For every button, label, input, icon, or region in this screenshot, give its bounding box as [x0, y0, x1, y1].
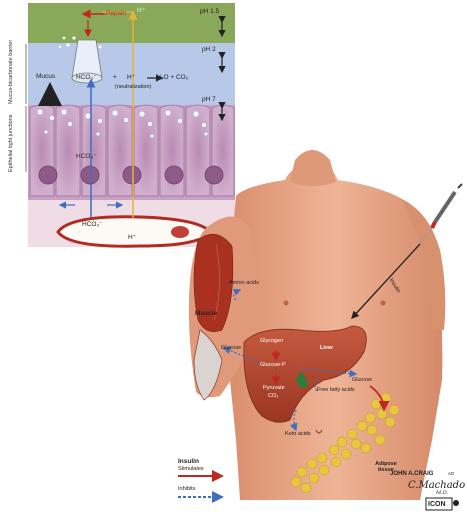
muscle-label: Muscle	[195, 311, 217, 318]
ph-2-label: pH 2	[202, 47, 216, 54]
h-plus-mid-label: H⁺	[127, 75, 135, 82]
icon-logo-text: ICON	[428, 501, 446, 508]
legend-inhibits-label: Inhibits	[178, 487, 195, 493]
hco3-layer-label: HCO₃⁻	[76, 75, 97, 82]
legend-stimulates-label: Stimulates	[178, 467, 204, 473]
h-plus-top-label: H⁺	[137, 8, 145, 15]
mucus-label: Mucus	[36, 74, 55, 81]
amino-acids-label: Amino acids	[229, 281, 259, 287]
artist-credit-suffix: AD	[448, 472, 454, 477]
legend-title: Insulin	[178, 459, 199, 466]
glycogen-label: Glycogen	[260, 339, 283, 345]
keto-acids-label: Keto acids	[285, 432, 311, 438]
ph-7-label: pH 7	[202, 97, 216, 104]
liver-label: Liver	[320, 346, 333, 352]
reaction-product-label: → H₂O + CO₂	[148, 75, 188, 82]
co2-label: CO₂	[268, 394, 278, 400]
plus-sign-label: +	[113, 75, 117, 82]
barrier-side-label: Mucus-bicarbonate barrier	[9, 40, 15, 104]
hco3-cell-label: HCO₃⁻	[76, 154, 97, 161]
stomach-panel	[26, 3, 235, 247]
icon-logo-dot	[453, 500, 459, 506]
hco3-vessel-label: HCO₃⁻	[82, 222, 103, 229]
neck	[290, 150, 336, 186]
glucose-adipose-label: Glucose	[352, 378, 372, 384]
neutralization-label: (neutralization)	[115, 85, 151, 91]
junction-side-label: Epithelial tight junctions	[9, 115, 15, 172]
glucose-muscle-label: Glucose	[221, 346, 241, 352]
insulin-syringe-icon	[420, 184, 462, 244]
red-blood-cell	[171, 226, 189, 238]
ph-1-5-label: pH 1.5	[200, 9, 219, 16]
artist-credit: JOHN A.CRAIG	[390, 471, 433, 477]
pyruvate-label: Pyruvate	[263, 386, 285, 392]
h-plus-vessel-label: H⁺	[128, 235, 136, 242]
free-fatty-acids-label: Free fatty acids	[317, 388, 355, 394]
signature-suffix: M.D.	[436, 490, 448, 496]
glucose-p-label: Glucose-P	[260, 363, 286, 369]
pepsin-label: Pepsin	[106, 11, 126, 18]
